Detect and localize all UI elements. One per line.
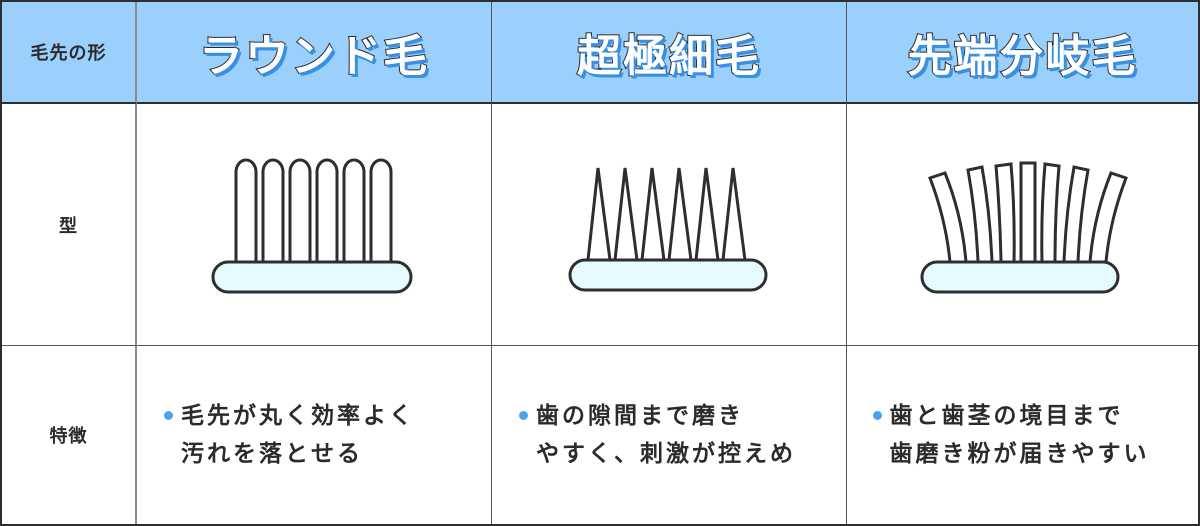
feature-cell-round: 毛先が丸く効率よく 汚れを落とせる [137, 346, 492, 524]
bullet-icon [164, 411, 173, 420]
feature-item: 歯の隙間まで磨き やすく、刺激が控えめ [519, 397, 819, 473]
header-row-label-cell: 毛先の形 [2, 2, 137, 104]
feature-line: 歯と歯茎の境目まで [889, 403, 1124, 429]
header-row-label: 毛先の形 [30, 43, 107, 64]
feature-cell-split-tip: 歯と歯茎の境目まで 歯磨き粉が届きやすい [847, 346, 1198, 524]
feature-row-label-cell: 特徴 [2, 346, 137, 524]
feature-line: 毛先が丸く効率よく [181, 403, 415, 429]
feature-line: 歯磨き粉が届きやすい [889, 441, 1150, 467]
feature-item: 歯と歯茎の境目まで 歯磨き粉が届きやすい [872, 397, 1173, 473]
column-title-split-tip: 先端分岐毛 [907, 30, 1138, 83]
feature-line: やすく、刺激が控えめ [536, 441, 796, 467]
type-cell-split-tip [847, 104, 1198, 346]
column-title-round: ラウンド毛 [198, 30, 429, 83]
header-round-bristle: ラウンド毛 [137, 2, 492, 104]
bullet-icon [872, 411, 882, 420]
type-cell-ultra-fine [492, 104, 847, 346]
ultra-fine-bristle-brush-icon [568, 167, 768, 291]
split-tip-bristle-brush-icon [920, 161, 1128, 293]
column-title-ultra-fine: 超極細毛 [576, 30, 761, 83]
round-bristle-brush-icon [211, 158, 413, 293]
type-row-label-cell: 型 [2, 104, 137, 346]
feature-line: 歯の隙間まで磨き [536, 403, 744, 429]
header-split-tip-bristle: 先端分岐毛 [847, 2, 1198, 104]
feature-item: 毛先が丸く効率よく 汚れを落とせる [164, 397, 464, 473]
header-ultra-fine-bristle: 超極細毛 [492, 2, 847, 104]
type-cell-round [137, 104, 492, 346]
feature-line: 汚れを落とせる [181, 441, 363, 467]
bullet-icon [519, 411, 528, 420]
type-row-label: 型 [59, 215, 78, 237]
feature-row-label: 特徴 [49, 426, 88, 447]
feature-cell-ultra-fine: 歯の隙間まで磨き やすく、刺激が控えめ [492, 346, 847, 524]
